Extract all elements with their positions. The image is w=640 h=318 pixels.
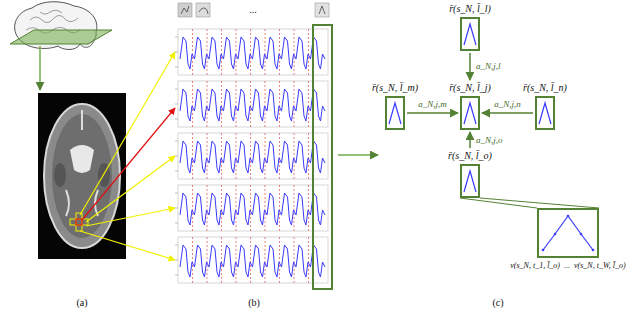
peak-line bbox=[464, 171, 476, 192]
panel-label: (a) bbox=[76, 297, 87, 309]
weight-label: a_N,j,l bbox=[475, 61, 502, 72]
red-arrow bbox=[82, 108, 175, 220]
region-plot bbox=[535, 96, 555, 130]
time-series bbox=[175, 25, 332, 289]
brain-tissue bbox=[44, 104, 120, 248]
region-box: r̄(s_N, l̄_o) bbox=[447, 150, 493, 198]
sample-dot bbox=[554, 233, 557, 236]
sample-dot bbox=[542, 249, 545, 252]
center-voxel bbox=[76, 219, 82, 225]
voxel bbox=[76, 225, 82, 231]
slice-plane bbox=[10, 30, 112, 44]
peak-plot bbox=[539, 210, 597, 256]
brain-sketch bbox=[10, 2, 112, 90]
region-box: r̄(s_N, l̄_n) bbox=[522, 82, 568, 130]
ventricle bbox=[70, 145, 94, 173]
peak-line bbox=[464, 24, 476, 45]
icon-sketch bbox=[319, 6, 325, 14]
region-label: r̄(s_N, l̄_l) bbox=[448, 3, 492, 15]
selected-window bbox=[313, 25, 332, 289]
region-box: r̄(s_N, l̄_m) bbox=[371, 82, 419, 130]
zoom-box: v(s_N, t_1, l̄_o)... v(s_N, t_W, l̄_o) bbox=[510, 208, 625, 271]
yellow-arrow bbox=[86, 156, 175, 222]
region-label: r̄(s_N, l̄_m) bbox=[371, 82, 419, 94]
sample-label: v(s_N, t_1, l̄_o) bbox=[510, 261, 560, 271]
weight-arrow bbox=[482, 112, 533, 114]
peak-plot bbox=[387, 98, 403, 128]
region-box: r̄(s_N, l̄_l) bbox=[448, 3, 492, 51]
voxel bbox=[70, 219, 76, 225]
icon-sketch bbox=[181, 6, 189, 14]
sample-dot bbox=[567, 215, 570, 218]
sulci bbox=[66, 110, 98, 216]
region-label: r̄(s_N, l̄_n) bbox=[522, 82, 568, 94]
voxel-series bbox=[175, 185, 328, 231]
voxel-series bbox=[175, 81, 328, 127]
region-plot bbox=[460, 17, 480, 51]
zoom-plot bbox=[537, 208, 599, 258]
region-plot bbox=[385, 96, 405, 130]
yellow-arrow bbox=[80, 231, 175, 260]
transition-arrow bbox=[338, 154, 378, 156]
voxel-series bbox=[175, 29, 328, 75]
region-box: r̄(s_N, l̄_j) bbox=[448, 82, 492, 130]
voxel-series bbox=[175, 237, 328, 283]
sample-label: ... bbox=[564, 261, 570, 271]
weight-arrow bbox=[469, 53, 471, 80]
weight-arrow bbox=[469, 132, 471, 148]
sample-dot bbox=[580, 233, 583, 236]
peak-line bbox=[389, 103, 401, 124]
region-plot bbox=[460, 164, 480, 198]
region-plot bbox=[460, 96, 480, 130]
peak-plot bbox=[462, 166, 478, 196]
peak-plot bbox=[462, 19, 478, 49]
region-label: r̄(s_N, l̄_j) bbox=[448, 82, 492, 94]
stimulus-icon bbox=[196, 3, 210, 17]
sample-label: v(s_N, t_W, l̄_o) bbox=[574, 261, 626, 271]
weight-label: a_N,j,n bbox=[493, 99, 522, 110]
mri-slice bbox=[38, 93, 126, 259]
zoom-lines bbox=[460, 198, 599, 208]
slice-arrow bbox=[39, 46, 41, 90]
weight-label: a_N,j,m bbox=[417, 99, 448, 110]
voxel bbox=[82, 219, 88, 225]
voxel-arrows bbox=[80, 52, 175, 260]
sample-dot bbox=[592, 249, 595, 252]
peak-plot bbox=[537, 98, 553, 128]
mri-background bbox=[38, 93, 126, 259]
peak-line bbox=[543, 216, 593, 250]
sample-row: v(s_N, t_1, l̄_o)... v(s_N, t_W, l̄_o) bbox=[510, 261, 625, 271]
structure bbox=[54, 163, 66, 187]
panel-label: (c) bbox=[492, 297, 503, 309]
weight-arrow bbox=[407, 112, 458, 114]
peak-line bbox=[464, 103, 476, 124]
ellipsis: ... bbox=[249, 4, 257, 16]
panel-label: (b) bbox=[248, 297, 260, 309]
voxel-series bbox=[175, 133, 328, 179]
stimulus-icons bbox=[178, 3, 329, 17]
yellow-arrow bbox=[86, 208, 175, 226]
peak-plot bbox=[462, 98, 478, 128]
icon-sketch bbox=[199, 8, 208, 14]
stimulus-icon bbox=[315, 3, 329, 17]
weight-label: a_N,j,o bbox=[475, 135, 504, 146]
stimulus-icon bbox=[178, 3, 192, 17]
peak-line bbox=[539, 103, 551, 124]
region-label: r̄(s_N, l̄_o) bbox=[447, 150, 493, 162]
